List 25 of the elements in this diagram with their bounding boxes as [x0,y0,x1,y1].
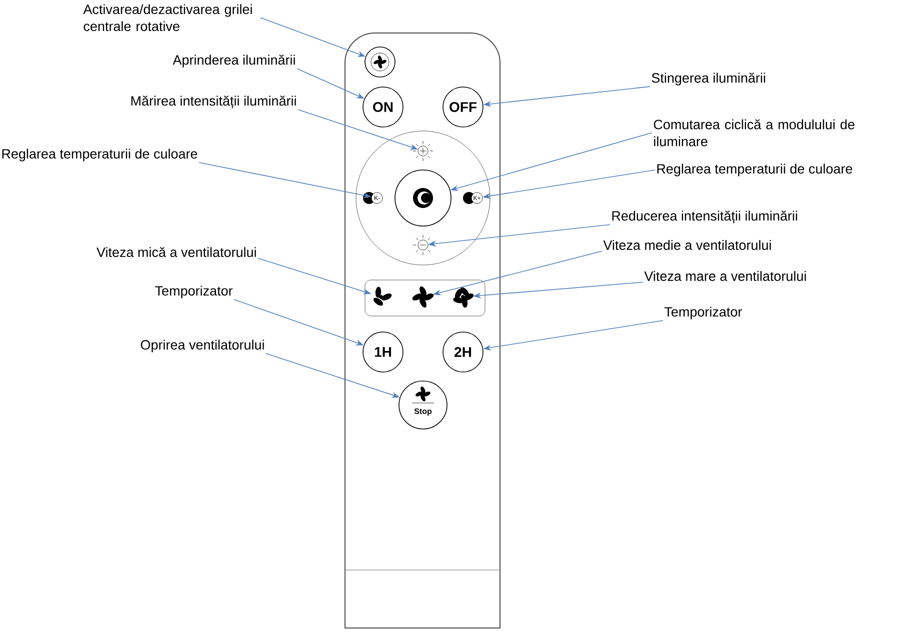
callout-label: Mărirea intensității iluminării [131,96,296,108]
grille-button [364,46,396,78]
round-button: 2H [442,332,484,372]
callout-label: Aprinderea iluminării [172,54,295,68]
callout-label: Viteza medie a ventilatorului [603,240,771,250]
callout-label: Oprirea ventilatorului [140,340,264,352]
callout-label: Comutarea ciclică a modulului de iluminare [654,119,854,146]
sun-icon [412,140,434,162]
round-button: OFF [442,86,484,128]
callout-label: Viteza mare a ventilatorului [644,271,806,281]
fan-icon [453,287,474,308]
callout-label: Activarea/dezactivarea grilei centrale rotative [83,4,252,32]
callout-label: Reducerea intensității iluminării [612,210,798,224]
stop-button: Stop [398,380,448,430]
callout-label: Temporizator [664,306,742,320]
callout-label: Reglarea temperaturii de culoare [657,164,852,176]
callout-label: Temporizator [155,286,233,298]
round-button: ON [362,86,404,128]
callout-label: Viteza mică a ventilatorului [96,246,256,258]
fan-icon [412,286,434,308]
mode-button [394,170,452,226]
callout-label: Reglarea temperaturii de culoare [2,148,198,162]
fan-icon [373,286,392,306]
round-button: 1H [362,332,404,372]
callout-label: Stingerea iluminării [652,72,766,86]
